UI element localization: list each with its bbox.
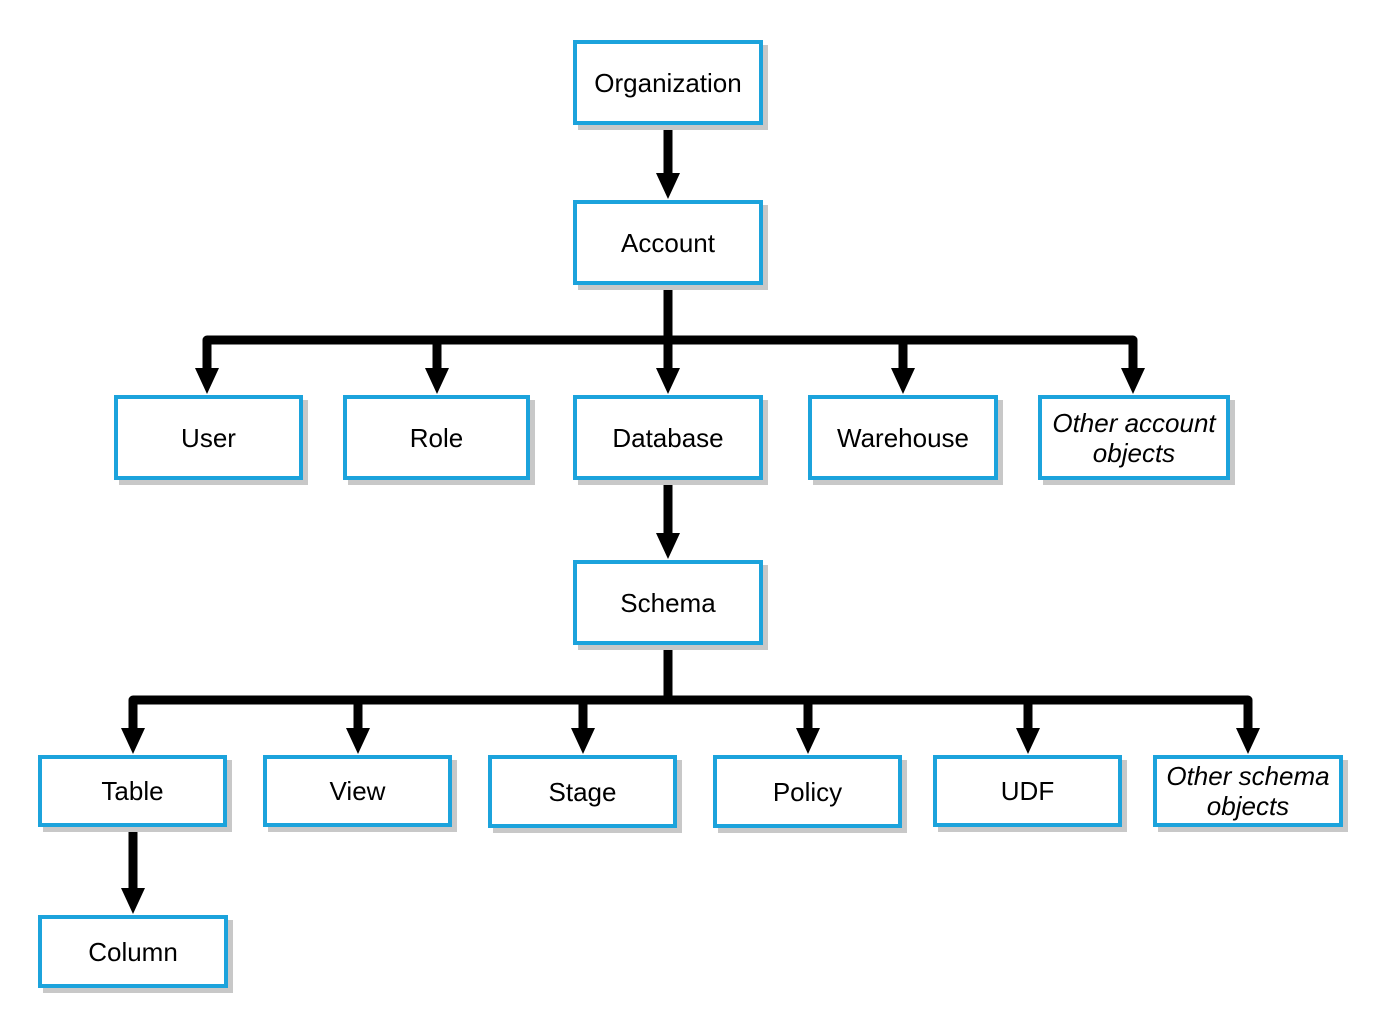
node-other-schema-objects: Other schema objects — [1153, 755, 1343, 827]
node-role: Role — [343, 395, 530, 480]
node-udf: UDF — [933, 755, 1122, 827]
node-user: User — [114, 395, 303, 480]
node-account: Account — [573, 200, 763, 285]
node-view: View — [263, 755, 452, 827]
arrowhead-udf — [1016, 728, 1040, 754]
node-warehouse: Warehouse — [808, 395, 998, 480]
node-stage: Stage — [488, 755, 677, 828]
node-schema: Schema — [573, 560, 763, 645]
arrowhead-column — [121, 888, 145, 914]
edges-account-children — [195, 285, 1145, 394]
edge-line — [128, 645, 1253, 729]
arrowhead-warehouse — [891, 368, 915, 394]
arrowhead-role — [425, 368, 449, 394]
edges-schema-children — [121, 645, 1260, 754]
node-table: Table — [38, 755, 227, 827]
arrowhead-policy — [796, 728, 820, 754]
node-organization: Organization — [573, 40, 763, 125]
arrowhead-stage — [571, 728, 595, 754]
edge-organization-account — [656, 125, 680, 199]
node-other-account-objects: Other account objects — [1038, 395, 1230, 480]
arrowhead-other-account-objects — [1121, 368, 1145, 394]
edge-database-schema — [656, 480, 680, 559]
arrowhead-database — [656, 368, 680, 394]
arrowhead-view — [346, 728, 370, 754]
node-column: Column — [38, 915, 228, 988]
edge-table-column — [121, 827, 145, 914]
arrowhead-table — [121, 728, 145, 754]
node-database: Database — [573, 395, 763, 480]
edge-line — [202, 285, 1138, 369]
arrowhead-account — [656, 173, 680, 199]
arrowhead-schema — [656, 533, 680, 559]
arrowhead-other-schema-objects — [1236, 728, 1260, 754]
node-policy: Policy — [713, 755, 902, 828]
arrowhead-user — [195, 368, 219, 394]
